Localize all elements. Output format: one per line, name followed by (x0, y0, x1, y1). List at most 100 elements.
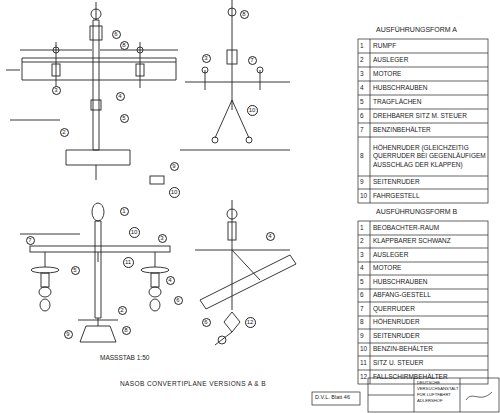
callout-number: 10 (129, 227, 140, 238)
table-cell: 2 (360, 237, 369, 245)
table-cell: 5 (360, 278, 369, 286)
table-cell: 5 (360, 98, 369, 106)
callout-number: 6 (112, 30, 121, 39)
label: AUSFÜHRUNGSFORM B (376, 208, 496, 217)
parts-table (358, 221, 488, 384)
callout-number: 2 (60, 128, 69, 137)
table-rule (358, 329, 488, 330)
label: AUSFÜHRUNGSFORM A (376, 26, 496, 35)
table-frame (358, 39, 488, 203)
table-frame (358, 221, 488, 384)
table-cell: 3 (360, 70, 369, 78)
table-cell: HÖHENRUDER (GLEICHZEITIG QUERRUDER BEI G… (373, 144, 486, 168)
table-cell: SEITENRUDER (373, 178, 486, 186)
callout-number: 10 (169, 187, 180, 198)
callout-number: 9 (170, 162, 179, 171)
callout-number: 8 (120, 41, 129, 50)
table-rule (358, 370, 488, 371)
callout-number: 11 (123, 257, 134, 268)
table-rule (358, 343, 488, 344)
table-rule (358, 53, 488, 54)
table-cell: FALLSCHIRMBEHÄLTER (373, 373, 486, 381)
table-rule (358, 289, 488, 290)
table-rule (358, 95, 488, 96)
callout-number: 3 (202, 54, 211, 63)
table-cell: 10 (360, 192, 369, 200)
table-cell: 12 (360, 373, 369, 381)
callout-number: 9 (64, 330, 73, 339)
table-cell: HUBSCHRAUBEN (373, 278, 486, 286)
callout-number: 3 (158, 234, 167, 243)
callout-number: 4 (266, 232, 275, 241)
table-rule (358, 316, 488, 317)
parts-table (358, 39, 488, 203)
table-rule (358, 67, 488, 68)
callout-number: 4 (166, 276, 175, 285)
table-cell: ABFANG-GESTELL (373, 291, 486, 299)
callout-number: 2 (118, 306, 127, 315)
table-rule (358, 235, 488, 236)
callout-number: 7 (248, 56, 257, 65)
table-rule (358, 302, 488, 303)
table-rule (358, 109, 488, 110)
table-rule (358, 137, 488, 138)
label: D.V.L. Blatt 46 (315, 394, 350, 401)
label: VERSUCHSANSTALT (417, 386, 459, 391)
title-block (312, 378, 499, 412)
table-cell: MOTORE (373, 264, 486, 272)
callout-number: 7 (26, 236, 35, 245)
callout-number: 4 (116, 92, 125, 101)
table-rule (358, 176, 488, 177)
table-cell: 3 (360, 251, 369, 259)
label: ADLERSHOF (417, 398, 443, 403)
table-rule (358, 189, 488, 190)
table-cell: 6 (360, 291, 369, 299)
table-cell: 4 (360, 84, 369, 92)
table-cell: 8 (360, 318, 369, 326)
table-cell: 10 (360, 345, 369, 353)
table-cell: QUERRUDER (373, 305, 486, 313)
table-cell: AUSLEGER (373, 251, 486, 259)
callout-number: 1 (120, 207, 129, 216)
plan-view-b (20, 203, 170, 342)
table-rule (358, 275, 488, 276)
table-cell: SEITENRUDER (373, 332, 486, 340)
table-cell: HÖHENRUDER (373, 318, 486, 326)
table-cell: SITZ U. STEUER (373, 359, 486, 367)
table-cell: 9 (360, 332, 369, 340)
table-rule (358, 81, 488, 82)
table-rule (370, 39, 371, 203)
table-cell: TRAGFLÄCHEN (373, 98, 486, 106)
table-cell: 8 (360, 152, 369, 160)
callout-number: 10 (247, 105, 258, 116)
table-cell: 6 (360, 112, 369, 120)
table-cell: DREHBARER SITZ M. STEUER (373, 112, 486, 120)
front-view-a (180, 0, 290, 150)
table-cell: MOTORE (373, 70, 486, 78)
table-cell: RUMPF (373, 42, 486, 50)
table-rule (358, 262, 488, 263)
callout-number: 3 (52, 86, 61, 95)
table-cell: 1 (360, 224, 369, 232)
label: MASSSTAB 1:50 (100, 354, 149, 362)
table-cell: 7 (360, 126, 369, 134)
plan-view-a (6, 2, 178, 184)
table-cell: HUBSCHRAUBEN (373, 84, 486, 92)
table-cell: 11 (360, 359, 369, 367)
table-cell: 2 (360, 56, 369, 64)
caption: NASOB CONVERTIPLANE VERSIONS A & B (120, 380, 266, 388)
label: FÜR LUFTFAHRT (417, 392, 451, 397)
callout-number: 6 (174, 296, 183, 305)
table-cell: BEOBACHTER-RAUM (373, 224, 486, 232)
callout-number: 12 (245, 317, 256, 328)
table-cell: KLAPPBARER SCHWANZ (373, 237, 486, 245)
table-rule (370, 221, 371, 384)
callout-number: 6 (202, 318, 211, 327)
table-cell: 1 (360, 42, 369, 50)
table-cell: 4 (360, 264, 369, 272)
callout-number: 8 (240, 10, 249, 19)
table-cell: 7 (360, 305, 369, 313)
table-cell: 9 (360, 178, 369, 186)
table-cell: BENZIN-BEHÄLTER (373, 345, 486, 353)
table-rule (358, 123, 488, 124)
